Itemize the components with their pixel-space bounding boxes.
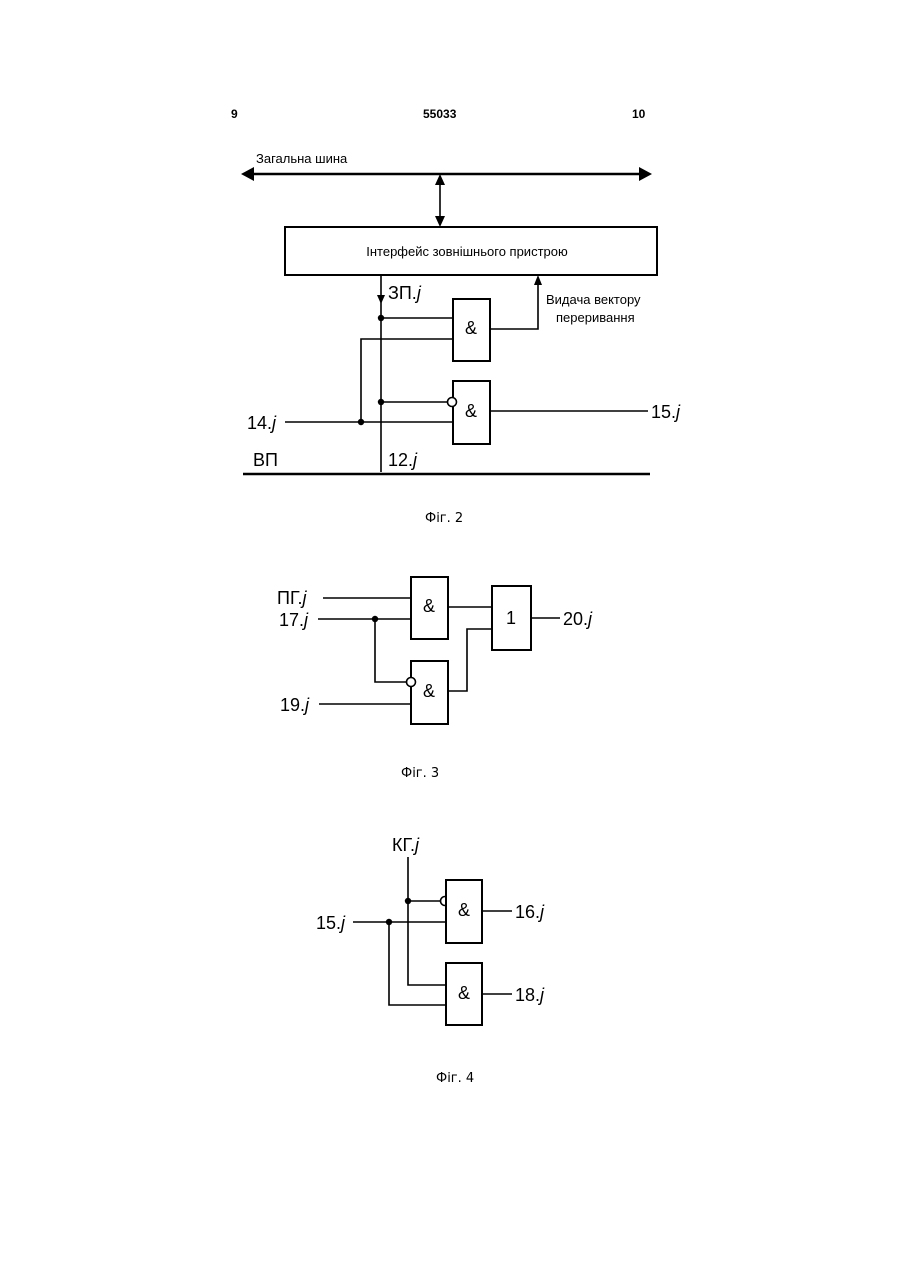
or-gate-symbol: 1 (506, 608, 516, 628)
interface-label: Інтерфейс зовнішнього пристрою (366, 244, 568, 259)
and-gate-lower-symbol: & (458, 983, 470, 1003)
input-pg-label: ПГ.j (277, 588, 308, 608)
output-15-label: 15.j (651, 402, 681, 422)
zp-label: ЗП.j (388, 283, 422, 303)
vp-label: ВП (253, 450, 278, 470)
input-17-label: 17.j (279, 610, 309, 630)
link-up-arrowhead (435, 174, 445, 185)
inverter-bubble-fig2 (448, 398, 457, 407)
fig2-caption: Фіг. 2 (425, 511, 463, 526)
bus-right-arrowhead (639, 167, 652, 181)
vector-arrowhead (534, 275, 542, 285)
fig4-caption: Фіг. 4 (436, 1071, 474, 1086)
bus-label: Загальна шина (256, 151, 348, 166)
input-15-label: 15.j (316, 913, 346, 933)
input-17-branch (375, 619, 407, 682)
fig4-diagram: КГ.j & 16.j 15.j & 18.j (0, 825, 901, 1035)
vector-label-line1: Видача вектору (546, 292, 641, 307)
output-18-label: 18.j (515, 985, 545, 1005)
inverter-bubble-fig3 (407, 678, 416, 687)
zp-arrowhead (377, 295, 385, 304)
fig2-diagram: Загальна шина Інтерфейс зовнішнього прис… (0, 0, 901, 500)
and-gate-upper-symbol: & (465, 318, 477, 338)
junction-kg (405, 898, 411, 904)
output-20-label: 20.j (563, 609, 593, 629)
fig3-caption: Фіг. 3 (401, 766, 439, 781)
and-gate-lower-symbol: & (465, 401, 477, 421)
vector-label-line2: переривання (556, 310, 635, 325)
bus-left-arrowhead (241, 167, 254, 181)
and-gate-lower-symbol: & (423, 681, 435, 701)
input-19-label: 19.j (280, 695, 310, 715)
input-kg-line (408, 857, 446, 985)
line-12-label: 12.j (388, 450, 418, 470)
input-kg-label: КГ.j (392, 835, 420, 855)
upper-gate-input-14 (361, 339, 453, 422)
vector-output-line (490, 282, 538, 329)
and-lower-to-or (448, 629, 492, 691)
junction-zp-lower (378, 399, 384, 405)
output-16-label: 16.j (515, 902, 545, 922)
input-14-label: 14.j (247, 413, 277, 433)
fig3-diagram: & ПГ.j 17.j 1 20.j & 19.j (0, 560, 901, 750)
link-down-arrowhead (435, 216, 445, 227)
and-gate-upper-symbol: & (458, 900, 470, 920)
input-15-branch (389, 922, 446, 1005)
junction-zp-upper (378, 315, 384, 321)
and-gate-upper-symbol: & (423, 596, 435, 616)
junction-14 (358, 419, 364, 425)
